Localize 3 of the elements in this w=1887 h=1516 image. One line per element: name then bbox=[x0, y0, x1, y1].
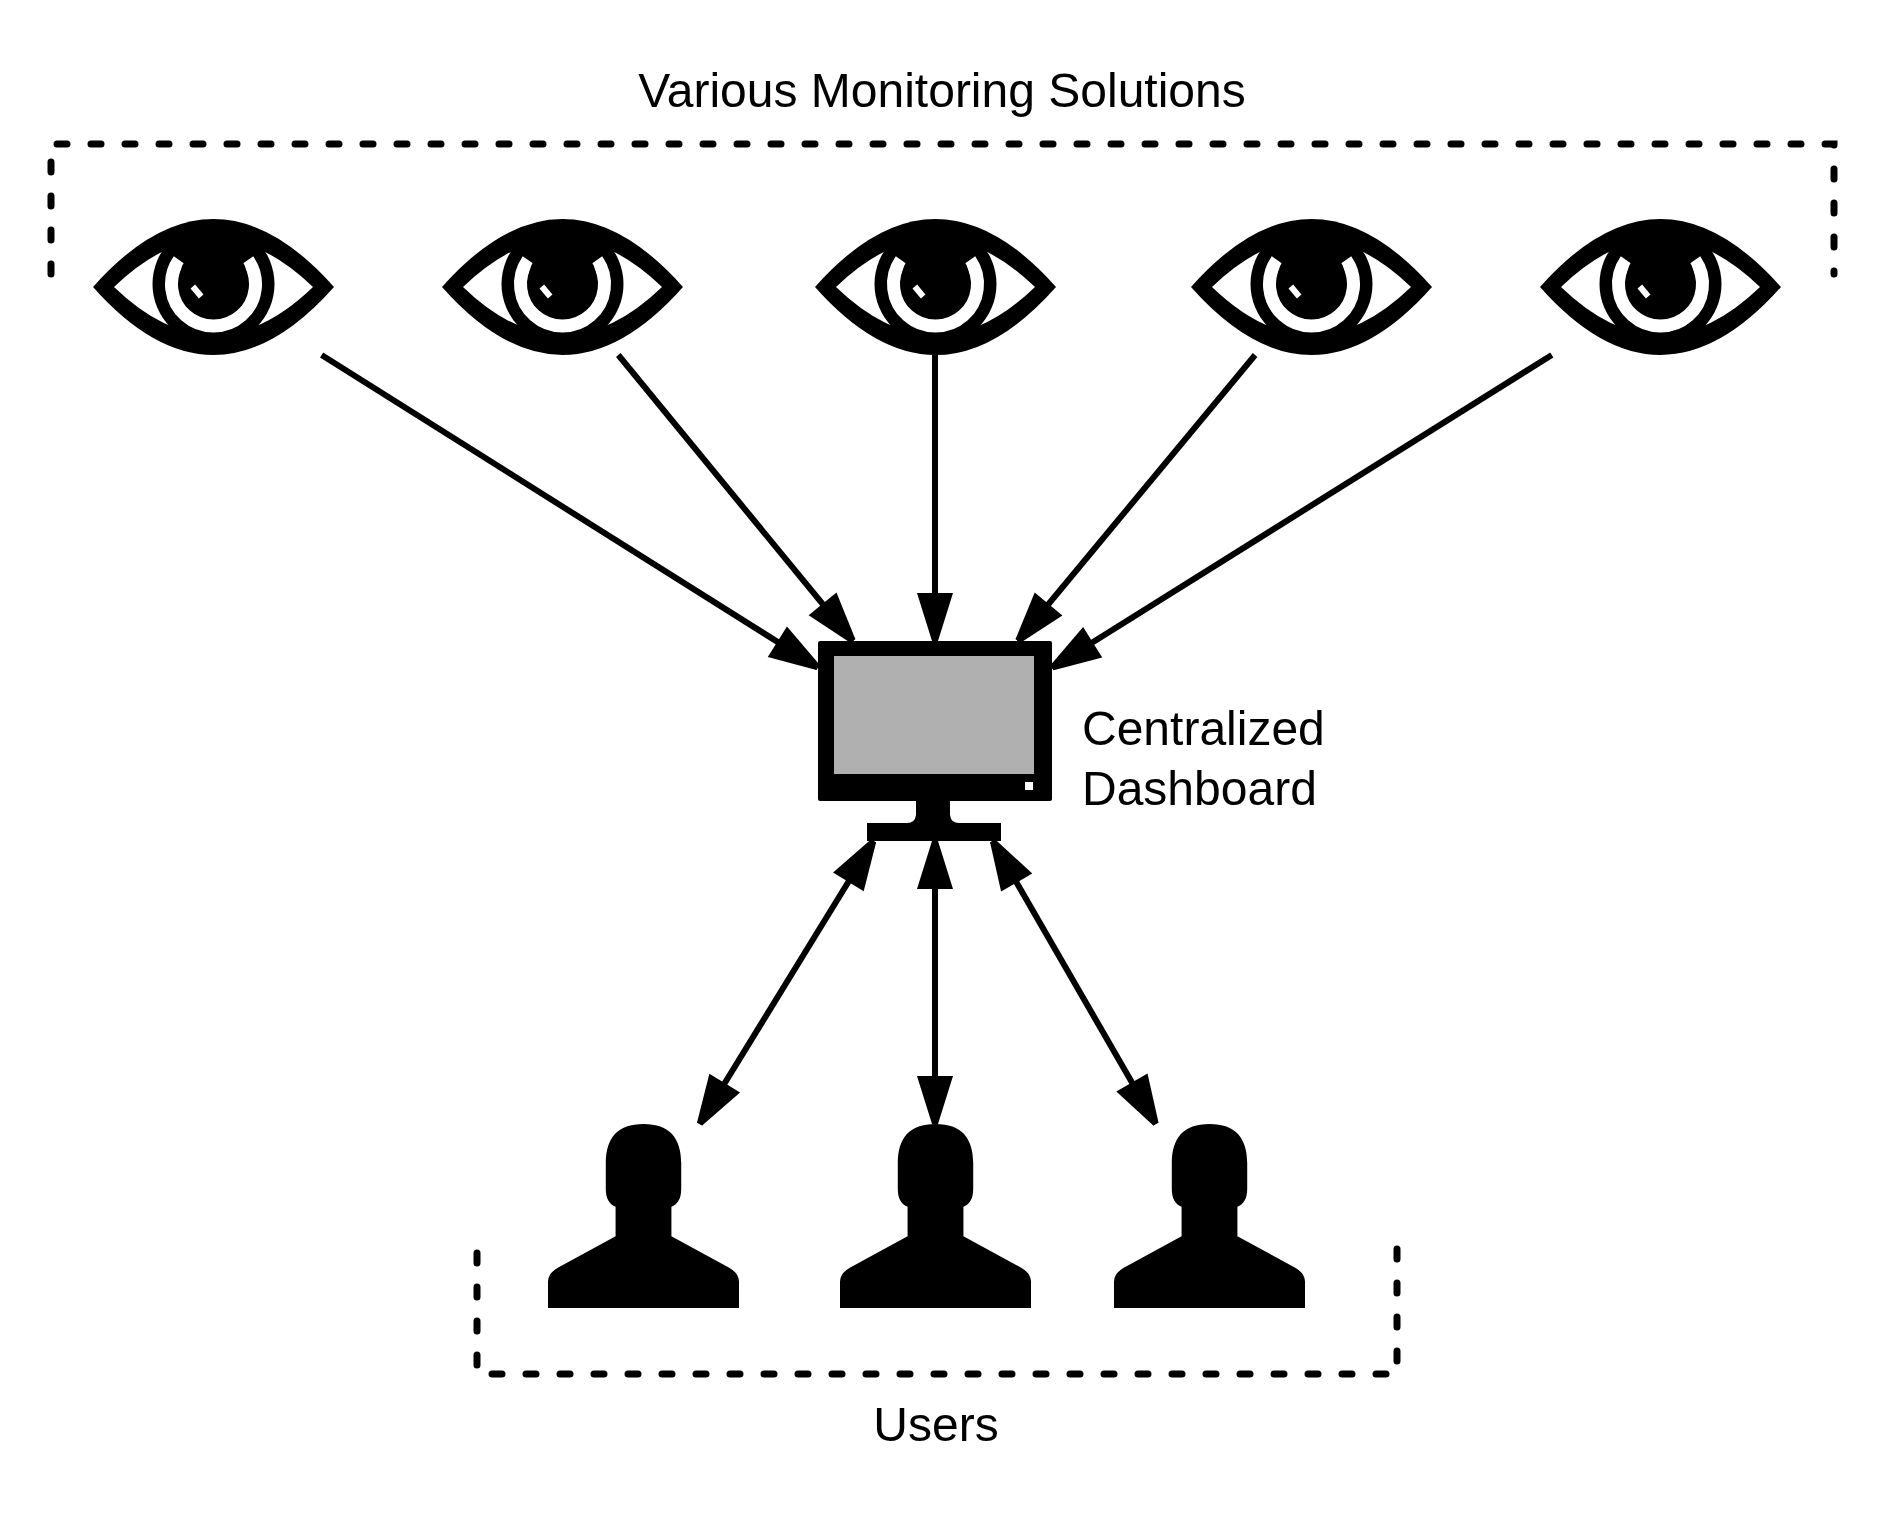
group-heading: Users bbox=[873, 1397, 999, 1453]
node-caption: Centralized Dashboard bbox=[1082, 701, 1325, 817]
group-heading: Various Monitoring Solutions bbox=[638, 63, 1246, 119]
